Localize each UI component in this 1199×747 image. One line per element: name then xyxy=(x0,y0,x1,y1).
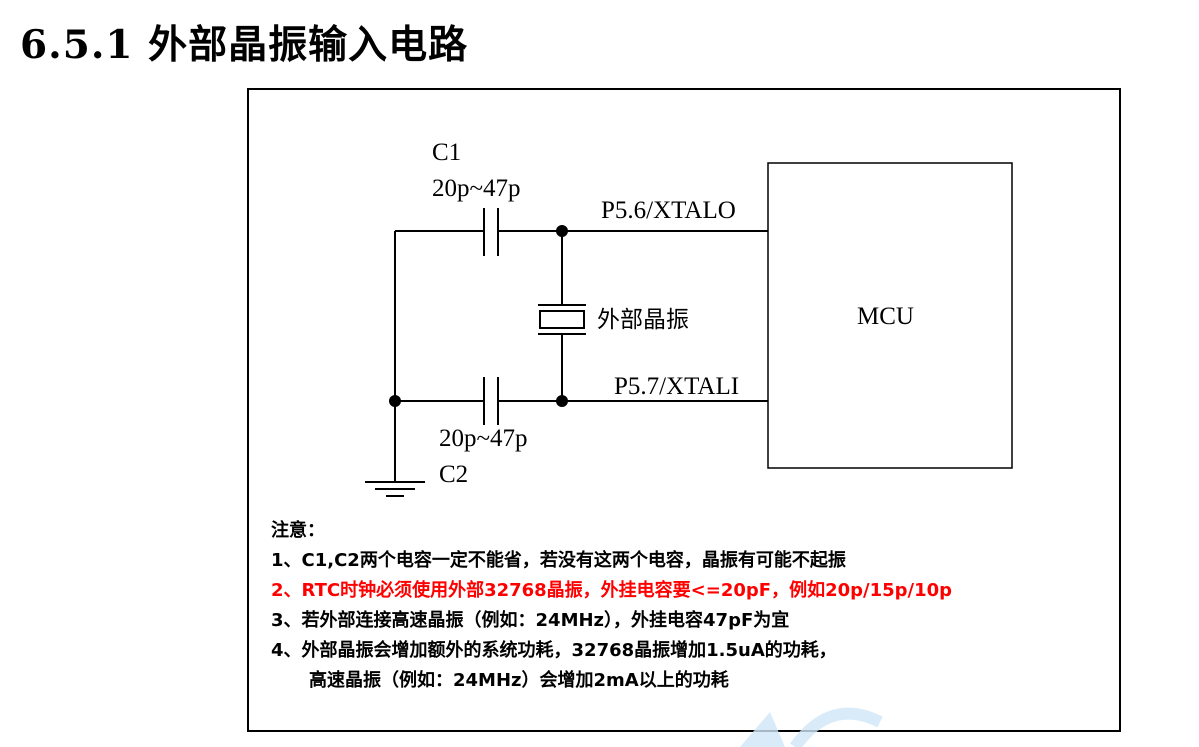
crystal-label: 外部晶振 xyxy=(597,307,689,333)
c1-name-label: C1 xyxy=(432,139,461,166)
junction-dots xyxy=(389,225,568,407)
notes-section: 注意： 1、C1,C2两个电容一定不能省，若没有这两个电容，晶振有可能不起振 2… xyxy=(271,516,1111,696)
note-item-warning: 2、RTC时钟必须使用外部32768晶振，外挂电容要<=20pF，例如20p/1… xyxy=(271,580,953,601)
junction-dot xyxy=(556,225,568,237)
note-item: 4、外部晶振会增加额外的系统功耗，32768晶振增加1.5uA的功耗， xyxy=(271,640,837,661)
pin-xtalo-label: P5.6/XTALO xyxy=(601,197,736,224)
junction-dot xyxy=(556,395,568,407)
ground-symbol xyxy=(365,481,425,497)
pin-xtali-label: P5.7/XTALI xyxy=(614,373,739,400)
page-title: 6.5.1 外部晶振输入电路 xyxy=(20,22,469,68)
note-item: 1、C1,C2两个电容一定不能省，若没有这两个电容，晶振有可能不起振 xyxy=(271,550,846,571)
junction-dot xyxy=(389,395,401,407)
notes-heading: 注意： xyxy=(271,520,325,541)
c1-value-label: 20p~47p xyxy=(432,175,521,202)
capacitor-c2-symbol xyxy=(483,377,499,425)
c2-name-label: C2 xyxy=(439,461,468,488)
c2-value-label: 20p~47p xyxy=(439,425,528,452)
crystal-symbol xyxy=(538,304,586,335)
diagram-frame xyxy=(247,88,1121,732)
mcu-label: MCU xyxy=(857,303,914,330)
mcu-box xyxy=(767,162,1013,469)
capacitor-c1-symbol xyxy=(483,208,499,256)
note-item-continuation: 高速晶振（例如：24MHz）会增加2mA以上的功耗 xyxy=(309,670,729,691)
note-item: 3、若外部连接高速晶振（例如：24MHz），外挂电容47pF为宜 xyxy=(271,610,790,631)
wires xyxy=(394,230,768,482)
watermark-logo xyxy=(740,707,883,747)
